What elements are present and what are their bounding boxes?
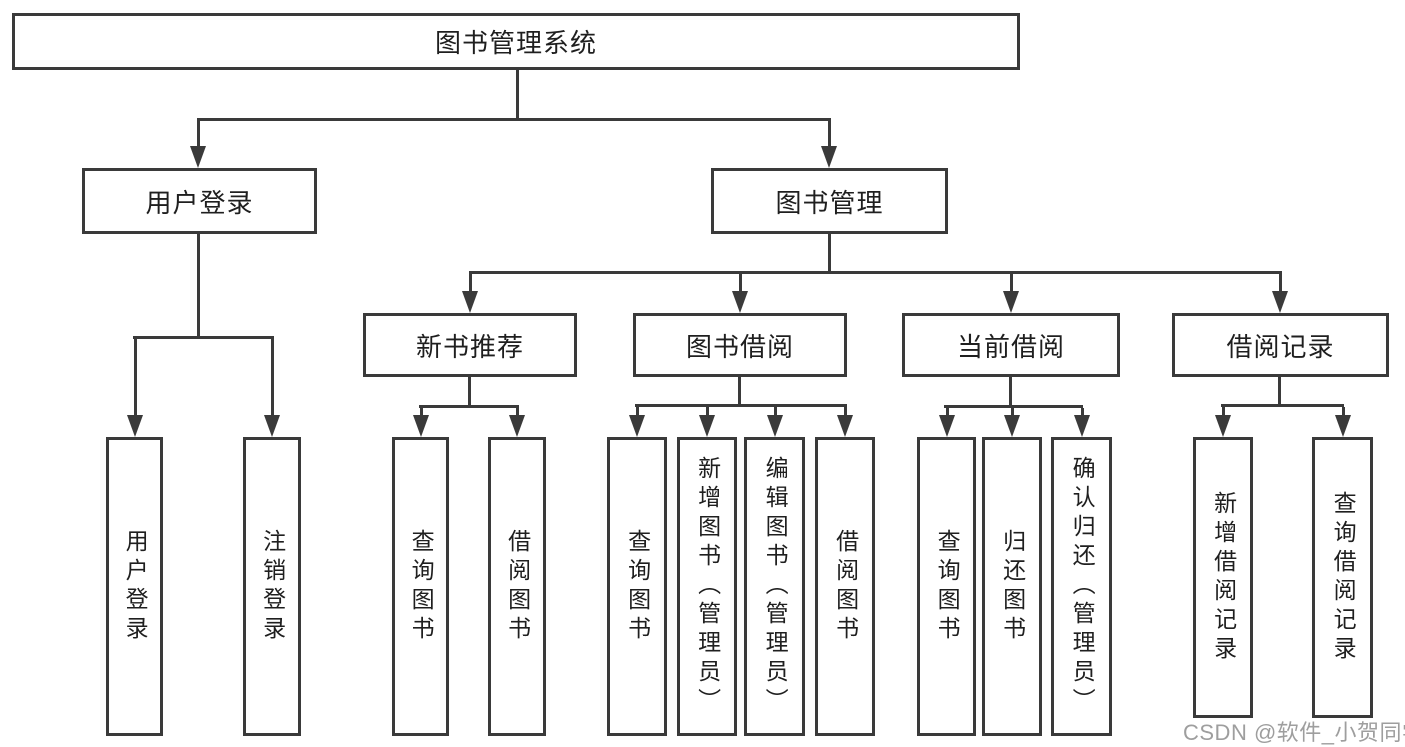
- leaf-borrowing-borrow-books: 借阅图书: [815, 437, 875, 736]
- connector-book-mgmt-stem: [828, 234, 831, 274]
- leaf-newbook-borrow-books: 借阅图书: [488, 437, 546, 736]
- connector-root-stem: [516, 69, 519, 121]
- leaf-current-confirm-return-admin: 确认归还（管理员）: [1051, 437, 1112, 736]
- arrow-records-query: [1335, 407, 1351, 437]
- leaf-borrowing-edit-books-admin: 编辑图书（管理员）: [744, 437, 805, 736]
- arrow-current-return: [1004, 408, 1020, 437]
- connector-user-login-stem: [197, 234, 200, 339]
- arrow-to-current-borrowing: [1003, 274, 1019, 313]
- connector-level2-bus: [469, 271, 1282, 274]
- leaf-records-add-record: 新增借阅记录: [1193, 437, 1253, 718]
- connector-borrowing-stem: [738, 377, 741, 407]
- leaf-current-query-books: 查询图书: [917, 437, 976, 736]
- leaf-borrowing-query-books: 查询图书: [607, 437, 667, 736]
- arrow-newbook-query: [413, 408, 429, 437]
- connector-level1-bus: [197, 118, 831, 121]
- connector-current-bus: [944, 405, 1083, 408]
- arrow-borrowing-add: [699, 407, 715, 437]
- arrow-to-book-management: [821, 121, 837, 168]
- connector-borrowing-bus: [635, 404, 847, 407]
- arrow-borrowing-query: [629, 407, 645, 437]
- arrow-borrowing-borrow: [837, 407, 853, 437]
- node-current-borrowing: 当前借阅: [902, 313, 1120, 377]
- connector-new-book-stem: [468, 377, 471, 408]
- arrow-to-new-book-rec: [462, 274, 478, 313]
- arrow-current-confirm: [1074, 408, 1090, 437]
- leaf-records-query-record: 查询借阅记录: [1312, 437, 1373, 718]
- connector-records-bus: [1221, 404, 1344, 407]
- arrow-current-query: [939, 408, 955, 437]
- arrow-borrowing-edit: [767, 407, 783, 437]
- leaf-user-login: 用户登录: [106, 437, 163, 736]
- arrow-records-add: [1215, 407, 1231, 437]
- arrow-to-user-login: [190, 121, 206, 168]
- arrow-to-book-borrowing: [732, 274, 748, 313]
- node-user-login: 用户登录: [82, 168, 317, 234]
- node-new-book-recommendation: 新书推荐: [363, 313, 577, 377]
- node-book-borrowing: 图书借阅: [633, 313, 847, 377]
- connector-current-stem: [1009, 377, 1012, 408]
- node-library-system: 图书管理系统: [12, 13, 1020, 70]
- arrow-to-login-leaf: [127, 339, 143, 437]
- node-borrowing-records: 借阅记录: [1172, 313, 1389, 377]
- arrow-to-logout-leaf: [264, 339, 280, 437]
- leaf-newbook-query-books: 查询图书: [392, 437, 449, 736]
- leaf-borrowing-add-books-admin: 新增图书（管理员）: [677, 437, 737, 736]
- csdn-watermark: CSDN @软件_小贺同学: [1183, 720, 1405, 745]
- leaf-logout: 注销登录: [243, 437, 301, 736]
- arrow-newbook-borrow: [509, 408, 525, 437]
- arrow-to-borrowing-records: [1272, 274, 1288, 313]
- node-book-management: 图书管理: [711, 168, 948, 234]
- connector-user-login-bus: [133, 336, 274, 339]
- connector-records-stem: [1278, 377, 1281, 407]
- leaf-current-return-books: 归还图书: [982, 437, 1042, 736]
- connector-new-book-bus: [419, 405, 519, 408]
